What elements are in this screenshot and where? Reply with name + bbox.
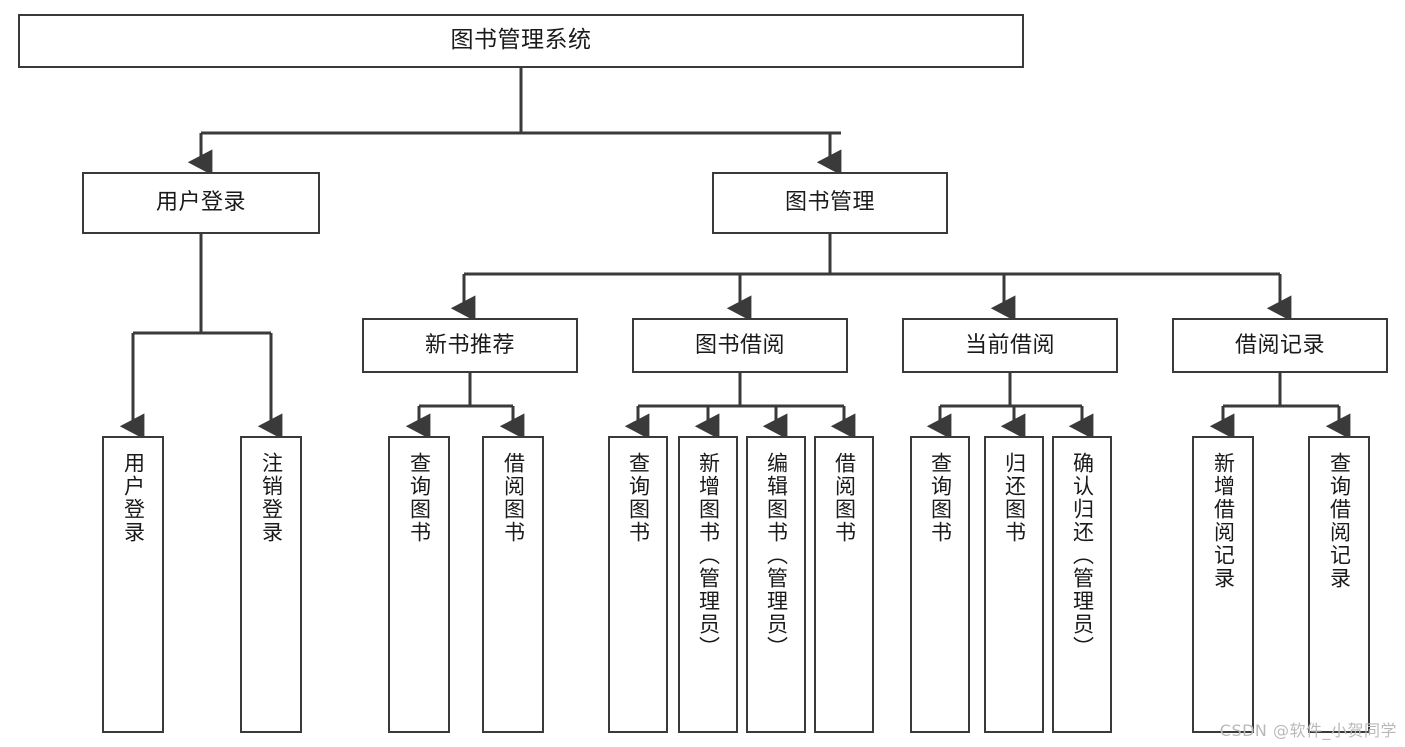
node-root[interactable]: 图书管理系统: [18, 14, 1024, 68]
node-leaf-add-book-admin-label: 新增图书（管理员）: [696, 452, 721, 659]
node-current-borrow[interactable]: 当前借阅: [902, 318, 1118, 373]
node-book-borrow[interactable]: 图书借阅: [632, 318, 848, 373]
node-leaf-user-login-label: 用户登录: [121, 452, 146, 544]
node-leaf-user-logout[interactable]: 注销登录: [240, 436, 302, 733]
node-user-login-label: 用户登录: [155, 190, 246, 216]
node-leaf-add-borrow-record-label: 新增借阅记录: [1211, 452, 1236, 590]
node-leaf-borrow-book-2-label: 借阅图书: [832, 452, 857, 544]
node-leaf-query-book-1-label: 查询图书: [407, 452, 432, 544]
node-leaf-query-book-2[interactable]: 查询图书: [608, 436, 668, 733]
node-leaf-add-borrow-record[interactable]: 新增借阅记录: [1192, 436, 1254, 733]
node-leaf-query-book-3[interactable]: 查询图书: [910, 436, 970, 733]
node-leaf-edit-book-admin-label: 编辑图书（管理员）: [764, 452, 789, 659]
node-leaf-return-book-label: 归还图书: [1002, 452, 1027, 544]
node-book-manage-label: 图书管理: [784, 190, 875, 216]
node-borrow-record[interactable]: 借阅记录: [1172, 318, 1388, 373]
node-leaf-user-logout-label: 注销登录: [259, 452, 284, 544]
node-leaf-add-book-admin[interactable]: 新增图书（管理员）: [678, 436, 738, 733]
node-leaf-confirm-return-admin[interactable]: 确认归还（管理员）: [1052, 436, 1112, 733]
node-book-borrow-label: 图书借阅: [694, 332, 785, 358]
node-leaf-query-borrow-record-label: 查询借阅记录: [1327, 452, 1352, 590]
node-user-login[interactable]: 用户登录: [82, 172, 320, 234]
node-leaf-user-login[interactable]: 用户登录: [102, 436, 164, 733]
node-leaf-query-book-1[interactable]: 查询图书: [388, 436, 450, 733]
node-leaf-return-book[interactable]: 归还图书: [984, 436, 1044, 733]
node-leaf-borrow-book-1-label: 借阅图书: [501, 452, 526, 544]
node-borrow-record-label: 借阅记录: [1234, 332, 1325, 358]
node-new-book-recommend[interactable]: 新书推荐: [362, 318, 578, 373]
node-leaf-query-borrow-record[interactable]: 查询借阅记录: [1308, 436, 1370, 733]
node-leaf-confirm-return-admin-label: 确认归还（管理员）: [1070, 452, 1095, 659]
node-leaf-borrow-book-2[interactable]: 借阅图书: [814, 436, 874, 733]
node-new-book-recommend-label: 新书推荐: [424, 332, 515, 358]
node-book-manage[interactable]: 图书管理: [712, 172, 948, 234]
node-leaf-borrow-book-1[interactable]: 借阅图书: [482, 436, 544, 733]
node-leaf-query-book-3-label: 查询图书: [928, 452, 953, 544]
node-leaf-edit-book-admin[interactable]: 编辑图书（管理员）: [746, 436, 806, 733]
node-root-label: 图书管理系统: [450, 27, 592, 54]
node-leaf-query-book-2-label: 查询图书: [626, 452, 651, 544]
csdn-watermark: CSDN @软件_小贺同学: [1219, 721, 1397, 740]
node-current-borrow-label: 当前借阅: [964, 332, 1055, 358]
